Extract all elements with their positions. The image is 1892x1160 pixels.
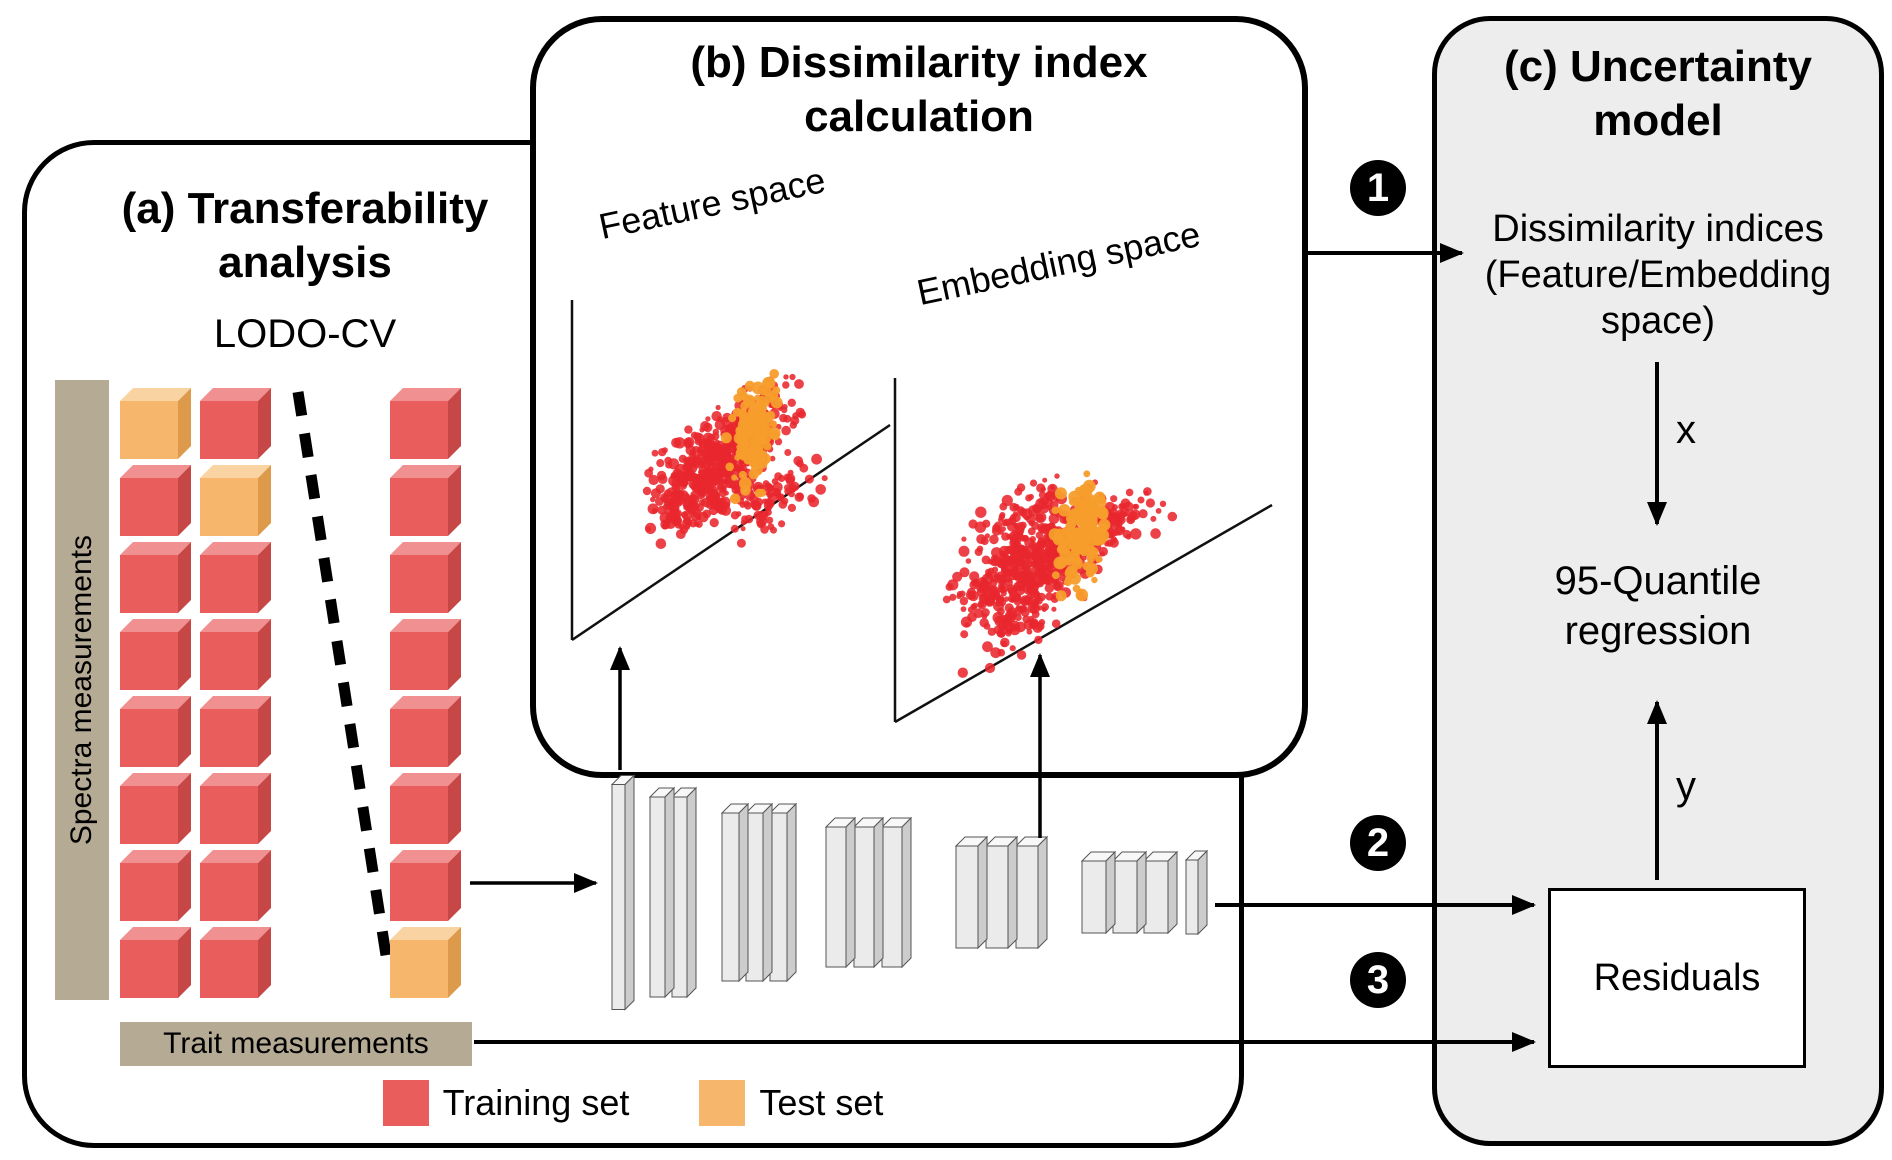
residuals-box: Residuals	[1548, 888, 1806, 1068]
training-set-label: Training set	[442, 1082, 630, 1123]
spectra-cube-training	[390, 388, 461, 459]
quantile-regression-text: 95-Quantile regression	[1432, 556, 1884, 656]
panel-b-title-line2: calculation	[804, 92, 1034, 141]
panel-a-title-line1: (a) Transferability	[121, 184, 489, 233]
test-set-swatch	[699, 1080, 746, 1126]
spectra-cube-test	[200, 465, 271, 536]
cube-grid	[120, 388, 465, 1006]
spectra-cube-training	[390, 619, 461, 690]
spectra-cube-training	[120, 696, 191, 767]
spectra-cube-training	[200, 696, 271, 767]
spectra-cube-training	[390, 773, 461, 844]
panel-b-title: (b) Dissimilarity index calculation	[530, 36, 1308, 144]
spectra-cube-training	[200, 927, 271, 998]
spectra-cube-training	[390, 696, 461, 767]
quantile-regression-line1: 95-Quantile	[1554, 559, 1762, 603]
spectra-cube-test	[390, 927, 461, 998]
panel-c-title-line1: (c) Uncertainty	[1503, 42, 1813, 91]
step-1-badge: 1	[1350, 160, 1406, 216]
panel-c-title: (c) Uncertainty model	[1432, 40, 1884, 148]
step-2-badge: 2	[1350, 815, 1406, 871]
spectra-cube-training	[120, 850, 191, 921]
trait-measurements-label: Trait measurements	[163, 1027, 429, 1060]
spectra-cube-training	[120, 773, 191, 844]
spectra-cube-training	[390, 465, 461, 536]
trait-measurements-bar: Trait measurements	[120, 1022, 472, 1066]
dissimilarity-indices-line2: (Feature/Embedding	[1484, 254, 1832, 296]
spectra-cube-training	[390, 850, 461, 921]
dissimilarity-indices-text: Dissimilarity indices (Feature/Embedding…	[1436, 206, 1880, 344]
y-variable-label: y	[1676, 764, 1696, 808]
spectra-cube-training	[390, 542, 461, 613]
spectra-cube-training	[120, 465, 191, 536]
quantile-regression-line2: regression	[1564, 609, 1752, 653]
panel-b-title-line1: (b) Dissimilarity index	[690, 38, 1148, 87]
test-set-label: Test set	[759, 1082, 884, 1123]
training-set-swatch	[382, 1080, 429, 1126]
panel-a-title: (a) Transferability analysis	[65, 182, 545, 290]
spectra-cube-training	[120, 542, 191, 613]
legend: Training set Test set	[22, 1080, 1244, 1126]
lodo-cv-label: LODO-CV	[213, 312, 397, 356]
spectra-measurements-bar: Spectra measurements	[55, 380, 109, 1000]
spectra-cube-training	[200, 773, 271, 844]
dissimilarity-indices-line3: space)	[1600, 300, 1716, 342]
spectra-measurements-label: Spectra measurements	[65, 534, 98, 846]
residuals-label: Residuals	[1593, 956, 1761, 999]
spectra-cube-training	[120, 619, 191, 690]
spectra-cube-training	[200, 388, 271, 459]
spectra-cube-training	[200, 850, 271, 921]
x-variable-label: x	[1676, 408, 1696, 452]
spectra-cube-training	[120, 927, 191, 998]
spectra-cube-training	[200, 619, 271, 690]
step-3-badge: 3	[1350, 952, 1406, 1008]
spectra-cube-test	[120, 388, 191, 459]
panel-a-title-line2: analysis	[218, 238, 392, 287]
dissimilarity-indices-line1: Dissimilarity indices	[1492, 208, 1824, 250]
spectra-cube-training	[200, 542, 271, 613]
panel-c-title-line2: model	[1593, 96, 1723, 145]
